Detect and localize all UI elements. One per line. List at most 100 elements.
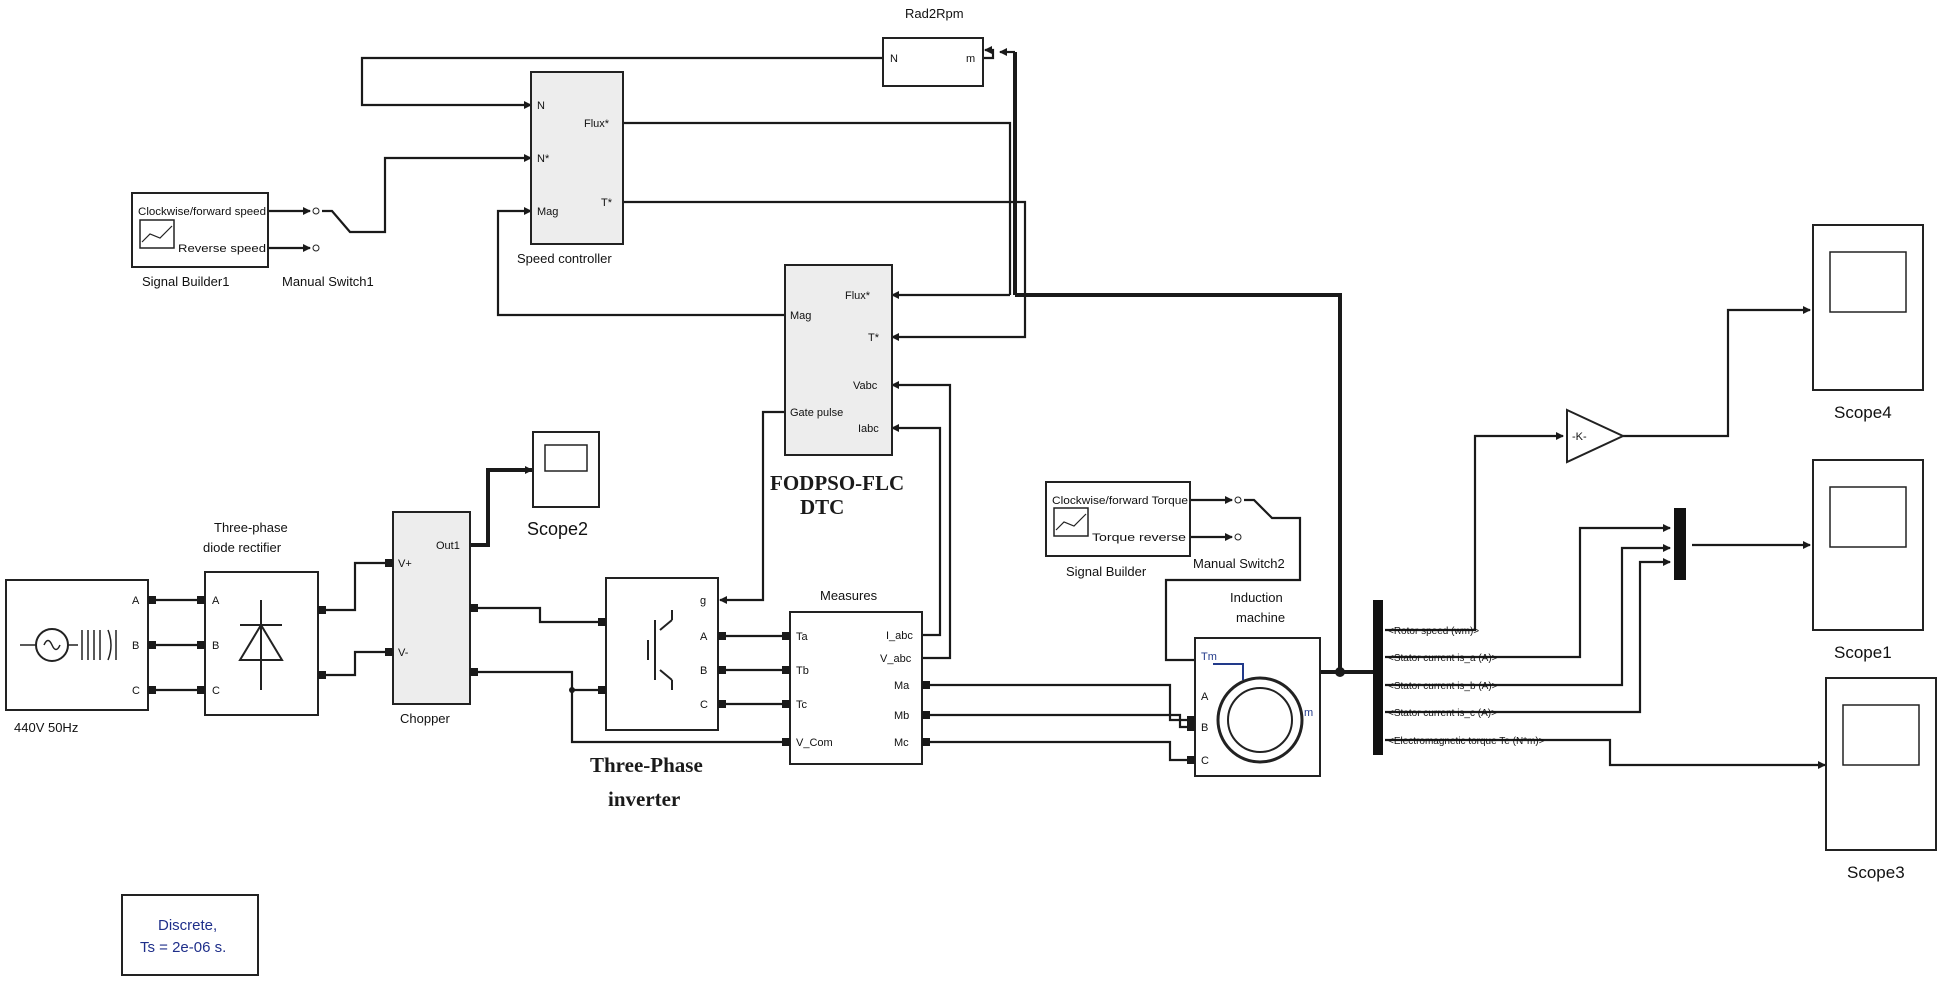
speedctrl-in-mag: Mag — [537, 206, 558, 218]
measures-out-mc: Mc — [894, 737, 909, 749]
scope1-block[interactable]: Scope1 — [1812, 459, 1924, 662]
scope2-block[interactable]: Scope2 — [527, 431, 600, 539]
gain-block[interactable]: -K- — [1566, 408, 1626, 464]
induction-machine-block[interactable]: Induction machine Tm A B C m — [1194, 590, 1321, 777]
signal-builder2-icon — [1053, 507, 1089, 537]
wire-isb — [1385, 544, 1671, 687]
manual-switch2-label: Manual Switch2 — [1193, 556, 1285, 571]
powergui-line1: Discrete, — [158, 917, 217, 934]
bus-signal-rotor-speed: <Rotor speed (wm)> — [1388, 626, 1479, 637]
signal-builder1-block[interactable]: Clockwise/forward speed Reverse speed Si… — [131, 192, 269, 289]
motor-rotor-icon — [1227, 687, 1293, 753]
rectifier-label-line1: Three-phase — [214, 520, 288, 535]
wire-switch1-to-nref — [360, 154, 532, 234]
wire-mag — [496, 207, 785, 317]
wire-switch2-to-tm — [1164, 498, 1302, 662]
chopper-label: Chopper — [400, 711, 451, 726]
measures-label: Measures — [820, 588, 878, 603]
wire-rect-vminus — [318, 650, 393, 677]
scope4-label: Scope4 — [1834, 403, 1892, 422]
rectifier-port-b: B — [212, 640, 219, 652]
chopper-in-vminus: V- — [398, 647, 409, 659]
rectifier-port-a: A — [212, 595, 220, 607]
wire-torqueref — [623, 200, 1027, 341]
sb2-out2-label: Torque reverse — [1092, 532, 1186, 544]
speedctrl-label: Speed controller — [517, 251, 612, 266]
wire-mc — [922, 740, 1195, 762]
rad2rpm-label: Rad2Rpm — [905, 6, 964, 21]
measures-out-ma: Ma — [894, 680, 910, 692]
dtc-in-mag: Mag — [790, 310, 811, 322]
gain-label: -K- — [1572, 431, 1587, 443]
signal-builder1-label: Signal Builder1 — [142, 274, 229, 289]
manual-switch1-label: Manual Switch1 — [282, 274, 374, 289]
inverter-out-a: A — [700, 631, 708, 643]
rad2rpm-out-port: m — [966, 53, 975, 65]
machine-in-c: C — [1201, 755, 1209, 767]
inverter-out-c: C — [700, 699, 708, 711]
measures-in-vcom: V_Com — [796, 737, 833, 749]
signal-lines — [148, 46, 1826, 769]
wire-dc-plus — [470, 606, 606, 624]
sb1-out1-label: Clockwise/forward speed — [138, 206, 266, 218]
chopper-block[interactable]: V+ V- Out1 Chopper — [392, 511, 471, 726]
machine-in-b: B — [1201, 722, 1208, 734]
powergui-block[interactable]: Discrete, Ts = 2e-06 s. — [121, 894, 259, 976]
wire-rad2rpm-to-speedctrl — [360, 56, 883, 109]
signal-builder2-block[interactable]: Clockwise/forward Torque Torque reverse … — [1045, 481, 1191, 579]
dtc-out-flux: Flux* — [845, 290, 871, 302]
wire-mb — [922, 713, 1195, 729]
speed-controller-block[interactable]: N N* Mag Flux* T* Speed controller — [517, 71, 624, 266]
wire-rad2rpm-feedback — [983, 46, 995, 60]
measures-in-tb: Tb — [796, 665, 809, 677]
dtc-block[interactable]: Mag Gate pulse Flux* T* Vabc Iabc FODPSO… — [770, 264, 904, 519]
machine-label-line1: Induction — [1230, 590, 1283, 605]
dtc-out-iabc: Iabc — [858, 423, 879, 435]
measures-block[interactable]: Measures Ta Tb Tc V_Com I_abc V_abc Ma M… — [789, 588, 923, 765]
speedctrl-out-torque: T* — [601, 197, 613, 209]
bus-selector-block[interactable]: <Rotor speed (wm)> <Stator current is_a … — [1373, 600, 1545, 755]
inverter-block[interactable]: g A B C Three-Phase inverter — [590, 577, 719, 811]
rl-impedance-icon — [20, 629, 117, 661]
speedctrl-out-flux: Flux* — [584, 118, 610, 130]
connection-dots — [148, 559, 1345, 764]
measures-out-mb: Mb — [894, 710, 909, 722]
dtc-out-vabc: Vabc — [853, 380, 878, 392]
bus-signal-torque: <Electromagnetic torque Te (N*m)> — [1388, 736, 1545, 747]
wire-machine-speed — [1015, 293, 1342, 672]
wire-isa — [1385, 524, 1671, 659]
scope1-screen-icon — [1829, 486, 1907, 548]
wire-source-rectifier — [148, 598, 205, 692]
scope3-screen-icon — [1842, 704, 1920, 766]
three-phase-source-block[interactable]: A B C 440V 50Hz — [5, 579, 149, 735]
measures-in-tc: Tc — [796, 699, 808, 711]
bus-selector-bar — [1373, 600, 1383, 755]
source-port-c: C — [132, 685, 140, 697]
wire-iabc — [891, 424, 942, 637]
rad2rpm-in-port: N — [890, 53, 898, 65]
dtc-label-line2: DTC — [800, 495, 844, 519]
wire-torque-scope3 — [1385, 738, 1826, 769]
wire-rotor-speed-to-gain — [1385, 432, 1564, 632]
rectifier-port-c: C — [212, 685, 220, 697]
machine-out-m: m — [1304, 707, 1313, 719]
wire-inverter-measures — [718, 634, 790, 706]
source-port-b: B — [132, 640, 139, 652]
speedctrl-in-n: N — [537, 100, 545, 112]
manual-switch1-block[interactable]: Manual Switch1 — [282, 207, 374, 289]
diode-rectifier-block[interactable]: Three-phase diode rectifier A B C — [203, 520, 319, 716]
scope4-block[interactable]: Scope4 — [1812, 224, 1924, 422]
wire-vabc — [891, 381, 952, 660]
inverter-out-b: B — [700, 665, 707, 677]
dtc-out-torque: T* — [868, 332, 880, 344]
mux-block[interactable] — [1674, 508, 1686, 580]
sb2-out1-label: Clockwise/forward Torque — [1052, 495, 1188, 507]
bus-signal-isb: <Stator current is_b (A)> — [1388, 681, 1498, 692]
scope3-block[interactable]: Scope3 — [1825, 677, 1937, 882]
scope2-label: Scope2 — [527, 519, 588, 539]
manual-switch2-block[interactable]: Manual Switch2 — [1193, 496, 1285, 571]
wire-dc-minus — [470, 670, 606, 692]
rad2rpm-block[interactable]: Rad2Rpm N m — [882, 6, 984, 87]
bus-signal-isc: <Stator current is_c (A)> — [1388, 708, 1497, 719]
